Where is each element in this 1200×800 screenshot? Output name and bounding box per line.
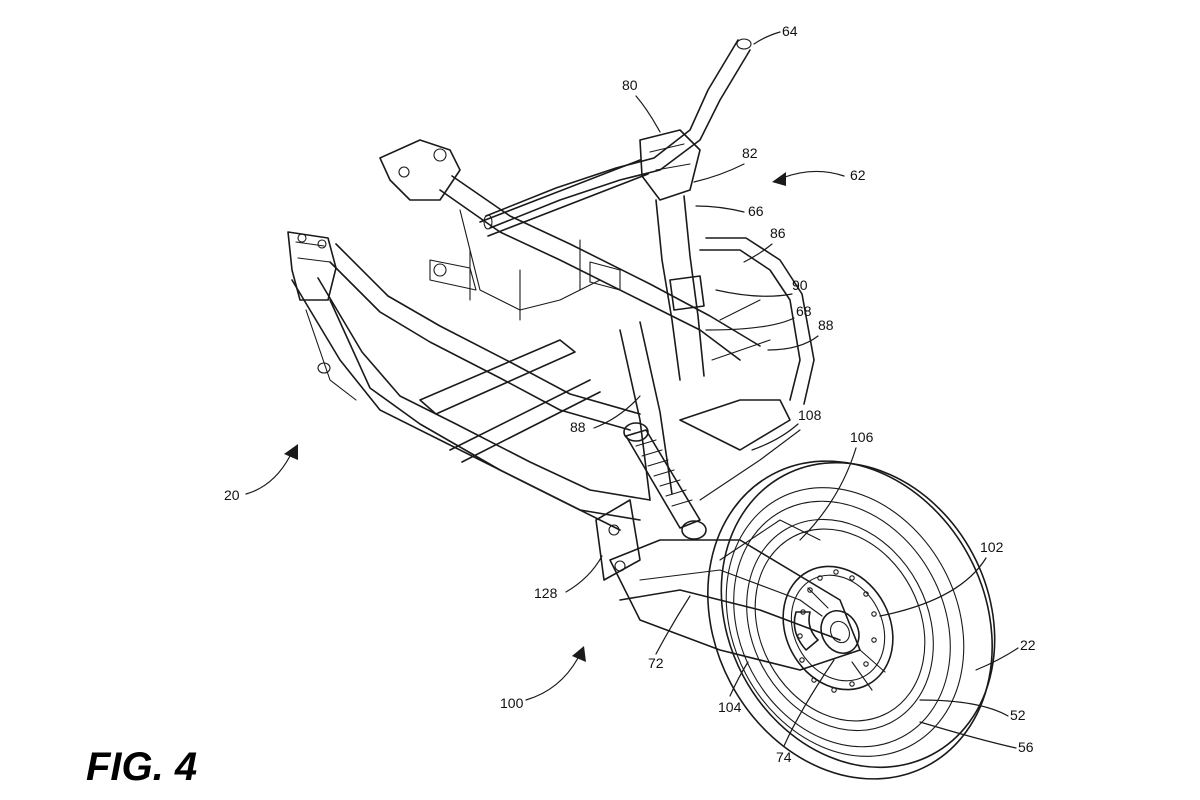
ref-108: 108	[751, 407, 822, 451]
handlebar-assembly	[483, 38, 815, 405]
ref-80: 80	[622, 77, 661, 133]
label-66: 66	[748, 203, 764, 219]
label-80: 80	[622, 77, 638, 93]
brake-caliper	[793, 611, 819, 651]
figure-caption: FIG. 4	[86, 745, 197, 789]
ref-104: 104	[718, 661, 749, 715]
label-128: 128	[534, 585, 558, 601]
label-82: 82	[742, 145, 758, 161]
ref-62: 62	[772, 167, 866, 186]
ref-106: 106	[799, 429, 874, 541]
ref-64: 64	[753, 23, 798, 45]
label-88-upper: 88	[818, 317, 834, 333]
ref-100: 100	[500, 646, 586, 711]
wheel-rim	[746, 518, 934, 732]
ref-128: 128	[534, 555, 603, 601]
steering-column	[655, 195, 705, 381]
ref-90: 90	[715, 277, 808, 297]
handlebar-clamp	[639, 129, 701, 201]
shock-absorber	[623, 422, 707, 540]
ref-52: 52	[919, 699, 1026, 723]
label-108: 108	[798, 407, 822, 423]
label-72: 72	[648, 655, 664, 671]
ref-22: 22	[975, 637, 1036, 671]
label-56: 56	[1018, 739, 1034, 755]
ref-72: 72	[648, 595, 691, 671]
label-86: 86	[770, 225, 786, 241]
tire	[707, 460, 996, 780]
rear-wheel	[707, 460, 996, 780]
label-62: 62	[850, 167, 866, 183]
label-22: 22	[1020, 637, 1036, 653]
label-100: 100	[500, 695, 524, 711]
swing-arm-bracket	[595, 499, 641, 581]
label-102: 102	[980, 539, 1004, 555]
handlebar	[483, 38, 752, 230]
ref-66: 66	[695, 203, 764, 219]
column-brace	[699, 237, 815, 405]
ref-88-upper: 88	[767, 317, 834, 351]
label-104: 104	[718, 699, 742, 715]
ref-82: 82	[693, 145, 758, 183]
label-90: 90	[792, 277, 808, 293]
ref-74: 74	[776, 659, 835, 765]
label-64: 64	[782, 23, 798, 39]
label-88-lower: 88	[570, 419, 586, 435]
label-106: 106	[850, 429, 874, 445]
ref-20: 20	[224, 444, 298, 503]
ref-56: 56	[919, 721, 1034, 755]
label-68: 68	[796, 303, 812, 319]
reference-labels: 64 80 82 62 66 86 90 68	[224, 23, 1036, 765]
main-frame	[287, 139, 761, 531]
ref-86: 86	[743, 225, 786, 263]
label-52: 52	[1010, 707, 1026, 723]
label-74: 74	[776, 749, 792, 765]
ref-102: 102	[879, 539, 1004, 617]
ref-68: 68	[705, 303, 812, 331]
swing-arm	[609, 399, 861, 671]
ref-88-lower: 88	[570, 395, 641, 435]
label-20: 20	[224, 487, 240, 503]
